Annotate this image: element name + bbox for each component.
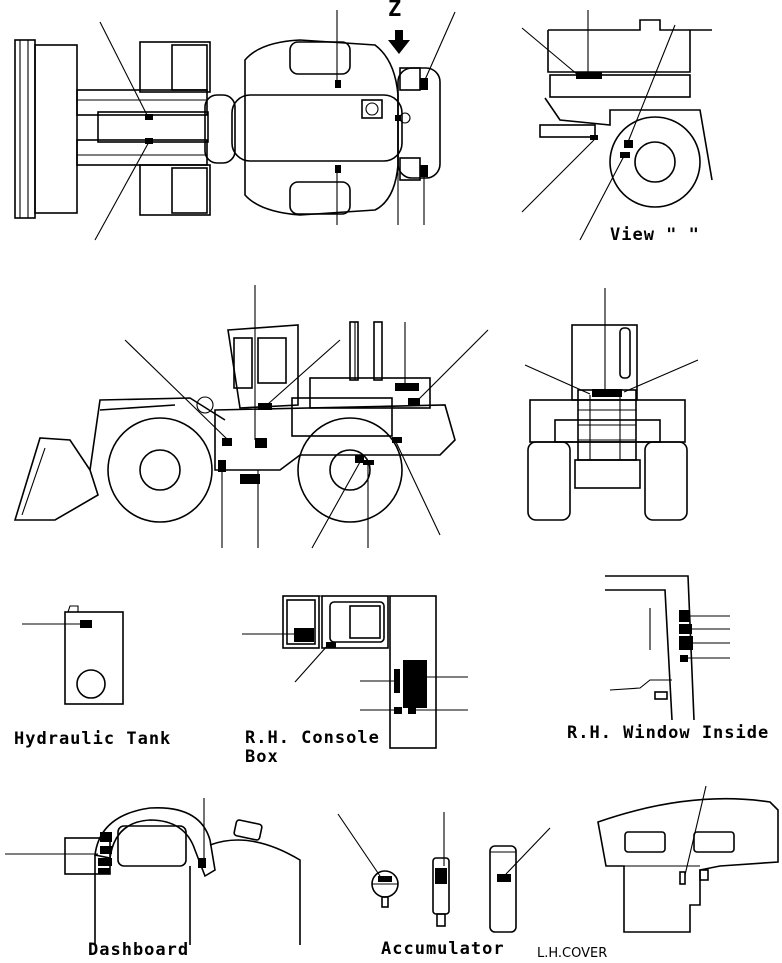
lh-cover-drawing — [597, 785, 779, 933]
dashboard-drawing — [5, 798, 301, 945]
rear-side-view — [521, 10, 713, 241]
hydraulic-tank-label: Hydraulic Tank — [14, 729, 172, 749]
accumulator-label: Accumulator — [381, 939, 505, 959]
side-view-loader — [13, 285, 489, 549]
rh-console-box-drawing — [242, 595, 468, 749]
rh-window-inside-label: R.H. Window Inside — [567, 723, 770, 743]
dashboard-label: Dashboard — [88, 940, 190, 960]
view-label: View " " — [610, 225, 700, 245]
rh-console-box-label-line1: R.H. Console — [245, 728, 380, 748]
rear-view-loader — [524, 288, 699, 521]
lh-cover-label: L.H.COVER — [537, 946, 608, 961]
hydraulic-tank-drawing — [22, 605, 124, 705]
view-marker-z: Z — [388, 0, 403, 22]
accumulator-drawing — [337, 812, 551, 933]
top-view-loader — [14, 10, 456, 241]
rh-console-box-label-line2: Box — [245, 747, 279, 767]
rh-window-inside-drawing — [605, 575, 730, 721]
